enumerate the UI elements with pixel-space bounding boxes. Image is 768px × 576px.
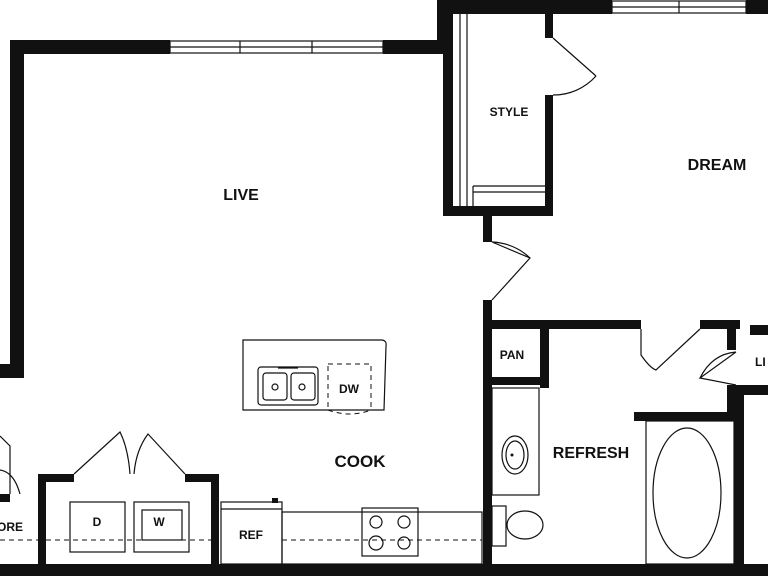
kitchen-island — [242, 339, 387, 415]
laundry — [0, 501, 211, 553]
room-label-cook: COOK — [335, 452, 387, 471]
room-label-pan: PAN — [500, 348, 524, 362]
label-dryer: D — [93, 515, 102, 529]
doors — [0, 241, 737, 495]
room-label-store: ORE — [0, 520, 23, 534]
room-label-style: STYLE — [490, 105, 529, 119]
label-washer: W — [153, 515, 165, 529]
label-refrigerator: REF — [239, 528, 263, 542]
room-label-refresh: REFRESH — [553, 445, 629, 462]
label-dishwasher: DW — [339, 382, 360, 396]
windows — [169, 0, 747, 54]
room-label-live: LIVE — [223, 187, 259, 204]
room-label-linen: LI — [755, 355, 766, 369]
bathroom-fixtures — [491, 387, 735, 565]
style-closet — [459, 14, 597, 206]
kitchen-counter — [220, 498, 483, 565]
room-labels: LIVE DREAM STYLE COOK REFRESH PAN DW REF… — [0, 105, 766, 542]
room-label-dream: DREAM — [688, 157, 747, 174]
